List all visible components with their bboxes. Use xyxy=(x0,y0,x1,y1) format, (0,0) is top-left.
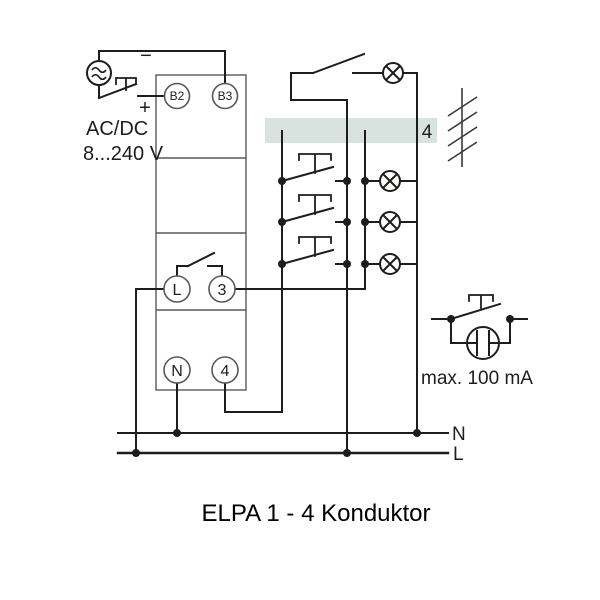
supply-top-wire xyxy=(98,50,226,85)
terminal-b2 xyxy=(163,82,191,110)
glow-lamp-leads xyxy=(450,318,511,344)
terminal-b3-label: B3 xyxy=(218,89,233,103)
push-button-1-actuator xyxy=(298,153,332,174)
glow-lamp-icon xyxy=(466,326,500,360)
terminal-n xyxy=(163,356,191,384)
wires xyxy=(97,50,528,455)
push-button-3-blade xyxy=(280,248,335,266)
lamp-icon-top xyxy=(382,62,404,84)
device-outline xyxy=(155,74,247,391)
lamp-icon-3 xyxy=(379,253,401,275)
ac-dc-source-icon xyxy=(86,60,112,86)
polarity-plus-label: + xyxy=(139,97,151,119)
lamp-icon-1 xyxy=(379,170,401,192)
phase-line-label: L xyxy=(453,444,464,465)
push-button-1-blade xyxy=(280,165,335,183)
terminal-b2-label: B2 xyxy=(170,89,185,103)
neutral-line-label: N xyxy=(452,424,466,445)
line-bus-wire xyxy=(290,72,348,454)
illum-button-blade xyxy=(449,302,502,321)
terminal-l-wire xyxy=(135,288,165,454)
terminal-4 xyxy=(211,356,239,384)
illum-button-actuator xyxy=(468,294,494,309)
terminals xyxy=(163,82,239,384)
terminal-l-label: L xyxy=(173,282,182,299)
push-button-3-actuator xyxy=(298,236,332,257)
diagram-caption: ELPA 1 - 4 Konduktor xyxy=(201,500,430,527)
supply-button-actuator xyxy=(115,77,137,91)
supply-type-label: AC/DC xyxy=(86,118,148,140)
relay-contact-blade xyxy=(186,251,216,268)
cable-hatch-icon xyxy=(447,88,478,167)
junction-dots xyxy=(132,177,514,457)
polarity-minus-label: − xyxy=(140,45,152,67)
supply-button-blade xyxy=(97,82,138,100)
supply-voltage-label: 8...240 V xyxy=(83,143,164,165)
switch-blade xyxy=(311,52,366,75)
terminal-labels: B2 B3 L 3 N 4 xyxy=(170,89,233,380)
relay-right-lead xyxy=(207,265,223,277)
push-button-2-blade xyxy=(280,206,335,224)
max-current-label: max. 100 mA xyxy=(421,368,533,389)
push-button-2-actuator xyxy=(298,194,332,215)
relay-left-lead xyxy=(176,265,189,277)
lamps xyxy=(379,62,404,275)
terminal-n-label: N xyxy=(171,363,183,380)
lamp-icon-2 xyxy=(379,211,401,233)
terminal-4-wire xyxy=(224,130,283,413)
conductor-count-label: 4 xyxy=(422,122,433,143)
terminal-3 xyxy=(208,275,236,303)
terminal-l xyxy=(163,275,191,303)
conductor-band xyxy=(265,118,437,143)
terminal-3-label: 3 xyxy=(218,282,227,299)
terminal-b3 xyxy=(211,82,239,110)
terminal-4-label: 4 xyxy=(221,363,230,380)
